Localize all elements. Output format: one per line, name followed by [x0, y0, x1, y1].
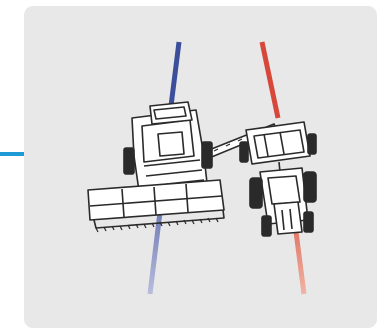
- accent-connector-line: [0, 152, 26, 156]
- combine-harvester-icon: [88, 102, 224, 232]
- illustration-panel: [24, 6, 377, 328]
- harvest-illustration: [24, 6, 377, 328]
- tractor-grain-cart-icon: [240, 122, 316, 236]
